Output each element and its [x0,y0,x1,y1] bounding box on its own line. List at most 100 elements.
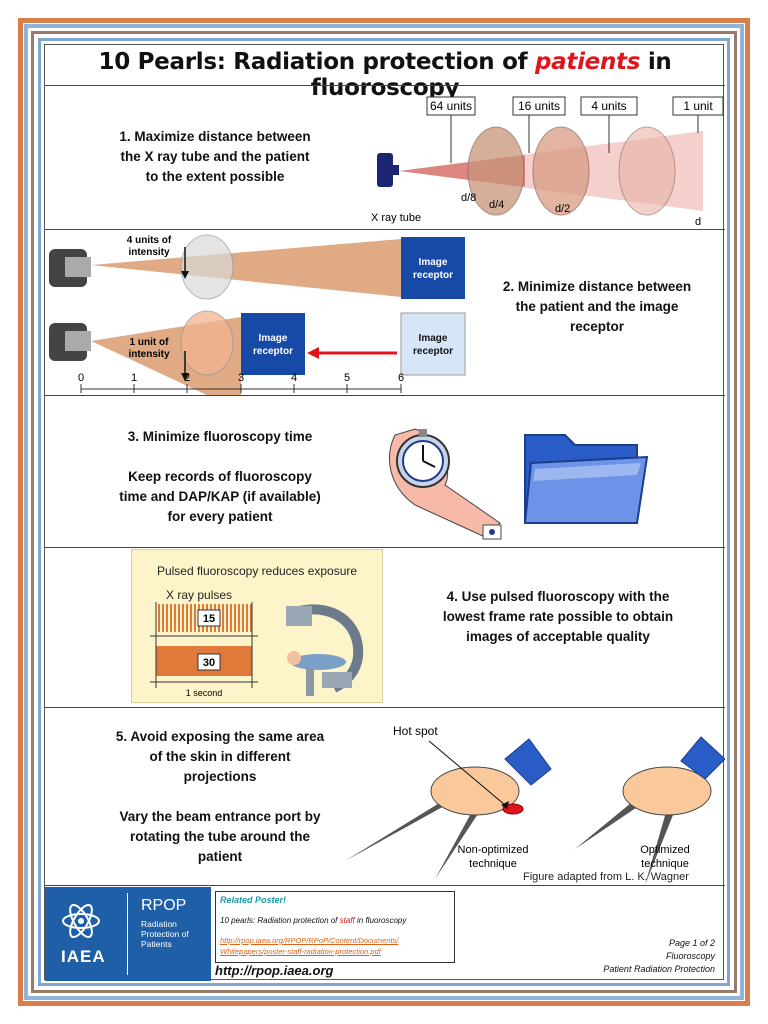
pulsed-box-title: Pulsed fluoroscopy reduces exposure [156,564,358,578]
page-topic: Fluoroscopy [665,951,715,961]
label-1-unit-intensity: 1 unit of [130,337,170,348]
n30-box [197,653,221,671]
title-highlight: patients [534,49,641,75]
tube-top-window [65,257,91,277]
related-link-1[interactable]: http://rpop.iaea.org/RPOP/RPoP/Content/D… [220,936,399,945]
related-title: Related Poster! [220,895,287,905]
pearl1-diagram: 64 units 16 units 4 units 1 unit d/8 d/4… [371,96,724,228]
pearl1-line1: 1. Maximize distance between [119,129,311,144]
receptor-ghost-label2: receptor [413,346,453,357]
label-d8: d/8 [461,192,476,204]
related-post: in fluoroscopy [354,916,407,925]
hot-spot-label: Hot spot [393,724,438,738]
receptor-bottom [241,313,305,375]
pearl5-diagram: Hot spot Non-optimized technique Optimiz… [345,724,725,885]
axis-label-3: 3 [238,372,244,384]
pearl3-line3: time and DAP/KAP (if available) [119,489,321,504]
hot-spot-leader [428,740,506,806]
nonopt-label1: Non-optimized [458,844,529,856]
label-d4: d/4 [489,199,504,211]
label-intensity-bottom: intensity [128,349,170,360]
pearl4-line3: images of acceptable quality [466,629,650,644]
hot-spot-arrowhead [501,801,509,809]
axis-label-0: 0 [78,372,84,384]
axis-label-6: 6 [398,372,404,384]
tube-nonopt-icon [504,738,552,786]
n15-label: 15 [203,613,215,625]
outer-border-brown [31,31,737,993]
patient-ellipse-d2 [532,126,590,216]
pearl5-line6: patient [197,849,243,864]
pearl5-line1: 5. Avoid exposing the same area [115,729,325,744]
iaea-rpop-logo: IAEA RPOP Radiation Protection of Patien… [45,887,211,981]
poster-content: 10 Pearls: Radiation protection of patie… [44,44,725,981]
divider [45,885,725,886]
divider [45,707,725,708]
rpop-label: RPOP [141,897,187,914]
label-d2: d/2 [555,203,570,215]
axis-label-5: 5 [344,372,350,384]
poster-title: 10 Pearls: Radiation protection of patie… [45,49,725,101]
opt-label2: technique [641,858,689,870]
nonopt-label2: technique [469,858,517,870]
label-1-unit: 1 unit [683,99,713,113]
receptor-bottom-label1: Image [259,333,288,344]
pearl1-text: 1. Maximize distance between the X ray t… [85,127,345,187]
pearl3-line2: Keep records of fluoroscopy [128,469,312,484]
rpop-sub: Radiation Protection of Patients [141,919,189,949]
rpop-sub-2: Protection of [141,929,189,939]
label-intensity-top: intensity [128,247,170,258]
pearl3-line4: for every patient [167,509,273,524]
related-pre: 10 pearls: Radiation protection of [220,916,340,925]
pearl5-line3: projections [183,769,257,784]
receptor-top [401,237,465,299]
related-poster-box: Related Poster! 10 pearls: Radiation pro… [215,891,455,963]
pearl4-text: 4. Use pulsed fluoroscopy with the lowes… [413,587,703,647]
related-red: staff [339,916,355,925]
receptor-top-label1: Image [419,257,448,268]
tube-opt-icon [680,736,725,780]
pearl3-line1: 3. Minimize fluoroscopy time [127,429,313,444]
related-link-2[interactable]: Whitepapers/poster-staff-radiation-prote… [220,947,381,956]
patient-ellipse-d [618,126,676,216]
receptor-bottom-label2: receptor [253,346,293,357]
beam-top [91,239,401,297]
pulsed-fluoro-box: Pulsed fluoroscopy reduces exposure X ra… [131,549,383,703]
pearl3-text: 3. Minimize fluoroscopy time Keep record… [85,427,355,527]
xray-pulses-label: X ray pulses [166,588,233,602]
page-info: Page 1 of 2 Fluoroscopy Patient Radiatio… [603,937,715,976]
pearl4-line1: 4. Use pulsed fluoroscopy with the [446,589,670,604]
axis-label-4: 4 [291,372,297,384]
related-text: 10 pearls: Radiation protection of staff… [220,916,406,925]
patient-ellipse-d4 [467,126,525,216]
pearl1-line2: the X ray tube and the patient [120,149,310,164]
patient-top [180,234,234,300]
folder-icon [523,434,649,524]
receptor-top-label2: receptor [413,270,453,281]
c-arm-icon [286,604,364,696]
rpop-url-link[interactable]: http://rpop.iaea.org [215,963,334,978]
n30-label: 30 [203,657,215,669]
label-4-units-intensity: 4 units of [127,235,172,246]
axis-label-1: 1 [131,372,137,384]
pearl2-diagram: Image receptor 4 units of intensity Imag… [49,234,466,395]
iaea-label: IAEA [61,947,106,966]
stopwatch-icon [389,428,502,540]
outer-border-orange [18,18,750,1006]
divider [45,85,725,86]
divider [45,229,725,230]
pearl2-text: 2. Minimize distance between the patient… [477,277,717,337]
receptor-ghost [400,312,466,376]
arrow-top-head [181,271,189,279]
patient-opt [622,766,712,816]
outer-border-blue [24,24,744,1000]
axis-label-2: 2 [184,372,190,384]
figure-credit: Figure adapted from L. K. Wagner [523,871,689,883]
divider [45,395,725,396]
pearl2-line2: the patient and the image [515,299,679,314]
page-subtitle: Patient Radiation Protection [603,964,715,974]
rpop-sub-1: Radiation [141,919,177,929]
xray-tube-icon [377,153,393,187]
pearl2-line3: receptor [569,319,625,334]
opt-label1: Optimized [640,844,690,856]
